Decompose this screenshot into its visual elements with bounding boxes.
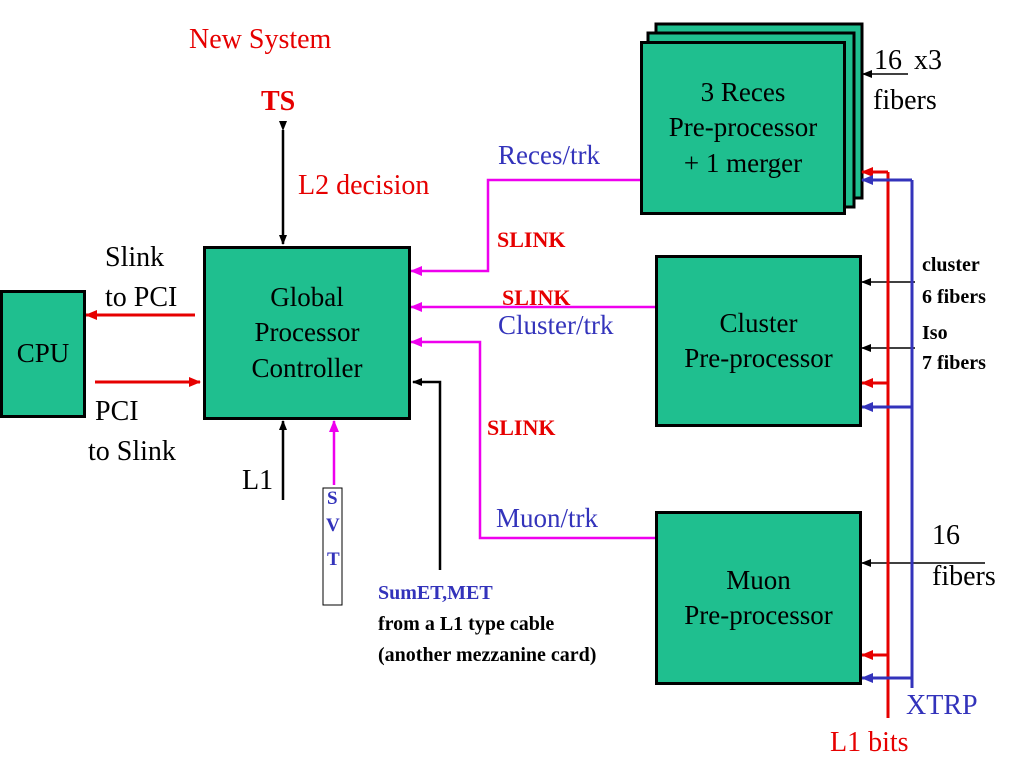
- another-mezzanine-label: (another mezzanine card): [378, 644, 597, 666]
- slink-label-2: SLINK: [502, 285, 571, 310]
- gpc-label-line-2: Processor: [254, 317, 360, 348]
- cluster-label-line-2: Pre-processor: [684, 343, 833, 373]
- muon-trk-label: Muon/trk: [496, 503, 599, 533]
- from-l1-cable-label: from a L1 type cable: [378, 613, 555, 635]
- sumet-line: [412, 378, 442, 570]
- fibers-16-label-b: fibers: [932, 561, 996, 592]
- fibers-16x3-label-c: fibers: [873, 85, 937, 116]
- cluster-fibers-label-1: cluster: [922, 254, 980, 276]
- muon-label-line-2: Pre-processor: [684, 600, 833, 630]
- sumet-met-label: SumET,MET: [378, 582, 493, 604]
- svt-letter-v: V: [326, 515, 340, 536]
- slink-to-pci-label-2: to PCI: [105, 282, 178, 313]
- svt-letter-t: T: [327, 549, 340, 570]
- pci-to-slink-label-1: PCI: [95, 396, 139, 427]
- muon-label-line-1: Muon: [726, 564, 791, 595]
- slink-label-3: SLINK: [487, 415, 556, 440]
- l1-bits-label: L1 bits: [830, 727, 909, 758]
- svt-box: [322, 487, 343, 606]
- fibers-16-label-a: 16: [932, 520, 960, 551]
- new-system-label: New System: [189, 24, 332, 55]
- cpu-label: CPU: [16, 338, 70, 369]
- fibers-16x3-label-a: 16: [874, 45, 902, 76]
- reces-trk-label: Reces/trk: [498, 140, 600, 170]
- reces-label-line-1: 3 Reces: [700, 77, 786, 108]
- reces-slink-line: [410, 178, 640, 276]
- slink-to-pci-label-1: Slink: [105, 242, 165, 273]
- cluster-fibers-label-2: 6 fibers: [922, 286, 986, 308]
- xtrp-label: XTRP: [906, 690, 978, 721]
- l2-decision-label: L2 decision: [298, 170, 430, 201]
- cluster-trk-label: Cluster/trk: [498, 310, 614, 340]
- global-processor-controller-box: Global Processor Controller: [203, 246, 411, 420]
- pci-to-slink-label-2: to Slink: [88, 436, 176, 467]
- iso-fibers-label-1: Iso: [922, 322, 948, 344]
- ts-label: TS: [261, 86, 296, 117]
- gpc-label-line-3: Controller: [251, 352, 363, 383]
- reces-preprocessor-box: 3 Reces Pre-processor + 1 merger: [640, 41, 846, 215]
- gpc-label-line-1: Global: [270, 282, 344, 313]
- cluster-label-line-1: Cluster: [719, 307, 798, 338]
- reces-label-line-2: Pre-processor: [668, 112, 818, 143]
- slink-label-1: SLINK: [497, 227, 566, 252]
- reces-label-line-3: + 1 merger: [683, 147, 803, 178]
- iso-fibers-label-2: 7 fibers: [922, 352, 986, 374]
- fibers-16x3-label-b: x3: [914, 45, 942, 76]
- muon-slink-line: [410, 337, 656, 540]
- muon-preprocessor-box: Muon Pre-processor: [655, 511, 862, 685]
- l1-label: L1: [242, 465, 274, 496]
- cluster-preprocessor-box: Cluster Pre-processor: [655, 255, 862, 427]
- svt-letter-s: S: [327, 488, 338, 509]
- cpu-box: CPU: [0, 290, 86, 418]
